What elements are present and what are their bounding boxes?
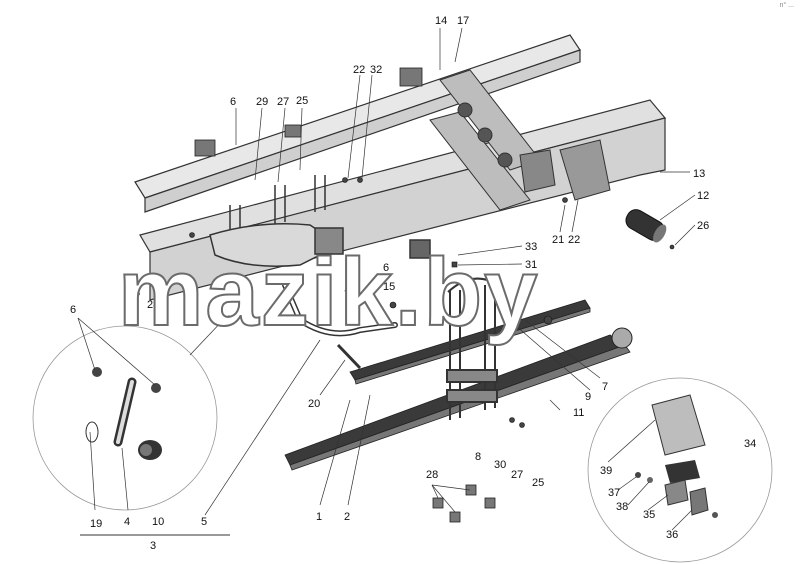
callout-38: 38 xyxy=(616,501,628,513)
callout-7: 7 xyxy=(602,381,608,393)
callout-26: 26 xyxy=(697,220,709,232)
callout-14: 14 xyxy=(435,15,447,27)
callout-3: 3 xyxy=(150,540,156,552)
leaf-spring-upper xyxy=(349,299,591,385)
callout-19: 19 xyxy=(90,518,102,530)
callout-27-top: 27 xyxy=(277,96,289,108)
rubber-bush xyxy=(138,440,162,460)
callout-29: 29 xyxy=(256,96,268,108)
hardware-bits xyxy=(189,177,675,428)
callout-10: 10 xyxy=(152,516,164,528)
callout-33: 33 xyxy=(525,241,537,253)
leader-lines xyxy=(77,27,696,531)
callout-37: 37 xyxy=(608,487,620,499)
callout-32: 32 xyxy=(370,64,382,76)
cross-members xyxy=(429,69,611,211)
bushing xyxy=(625,209,667,243)
callout-17: 17 xyxy=(457,15,469,27)
washer xyxy=(85,421,99,443)
callout-9: 9 xyxy=(585,391,591,403)
callout-22-mid: 22 xyxy=(568,234,580,246)
callout-24: 24 xyxy=(147,299,159,311)
spring-clamps xyxy=(446,277,498,420)
watermark-text: mazik.by xyxy=(118,239,540,346)
plate xyxy=(665,460,700,483)
callout-25-bottom: 25 xyxy=(532,477,544,489)
callout-31: 31 xyxy=(525,259,537,271)
inset-right xyxy=(587,377,773,563)
washer-38 xyxy=(647,477,653,483)
corner-mark: n° ... xyxy=(779,2,794,9)
callout-28: 28 xyxy=(426,469,438,481)
callout-labels: 14 17 22 32 6 29 27 25 13 12 26 21 22 33… xyxy=(70,15,756,552)
callout-20: 20 xyxy=(308,398,320,410)
bolt xyxy=(344,288,379,307)
callout-30: 30 xyxy=(494,459,506,471)
callout-15: 15 xyxy=(383,281,395,293)
spring-hanger-assembly xyxy=(209,175,431,267)
callout-2: 2 xyxy=(344,511,350,523)
callout-27-bottom: 27 xyxy=(511,469,523,481)
callout-8: 8 xyxy=(475,451,481,463)
bracket-34 xyxy=(651,394,706,456)
callout-35: 35 xyxy=(643,509,655,521)
callout-25-top: 25 xyxy=(296,95,308,107)
link-rod xyxy=(113,377,137,447)
callout-1: 1 xyxy=(316,511,322,523)
callout-13: 13 xyxy=(693,168,705,180)
callout-22-top: 22 xyxy=(353,64,365,76)
callout-5: 5 xyxy=(201,516,207,528)
callout-6-mid: 6 xyxy=(383,262,389,274)
stabilizer-bar-inner xyxy=(283,283,397,335)
callout-39: 39 xyxy=(600,465,612,477)
rail-mounts xyxy=(194,67,423,157)
bolt-small xyxy=(712,512,718,518)
callout-6-left: 6 xyxy=(70,304,76,316)
bushing-small-a xyxy=(92,367,102,377)
pin xyxy=(336,343,362,370)
bushing-small-b xyxy=(151,383,161,393)
callout-23: 23 xyxy=(128,287,140,299)
callout-6-top: 6 xyxy=(230,96,236,108)
spring-eye xyxy=(611,327,633,349)
callout-40: 40 xyxy=(220,314,232,326)
callout-34: 34 xyxy=(744,438,756,450)
callout-11: 11 xyxy=(573,407,584,419)
pad-36 xyxy=(689,487,709,516)
nut-37 xyxy=(635,472,641,478)
inset-left xyxy=(32,325,218,511)
nuts-28 xyxy=(432,484,496,523)
callout-12: 12 xyxy=(697,190,709,202)
callout-36: 36 xyxy=(666,529,678,541)
pad-35 xyxy=(664,479,689,506)
callout-4: 4 xyxy=(124,516,130,528)
callout-21: 21 xyxy=(552,234,564,246)
